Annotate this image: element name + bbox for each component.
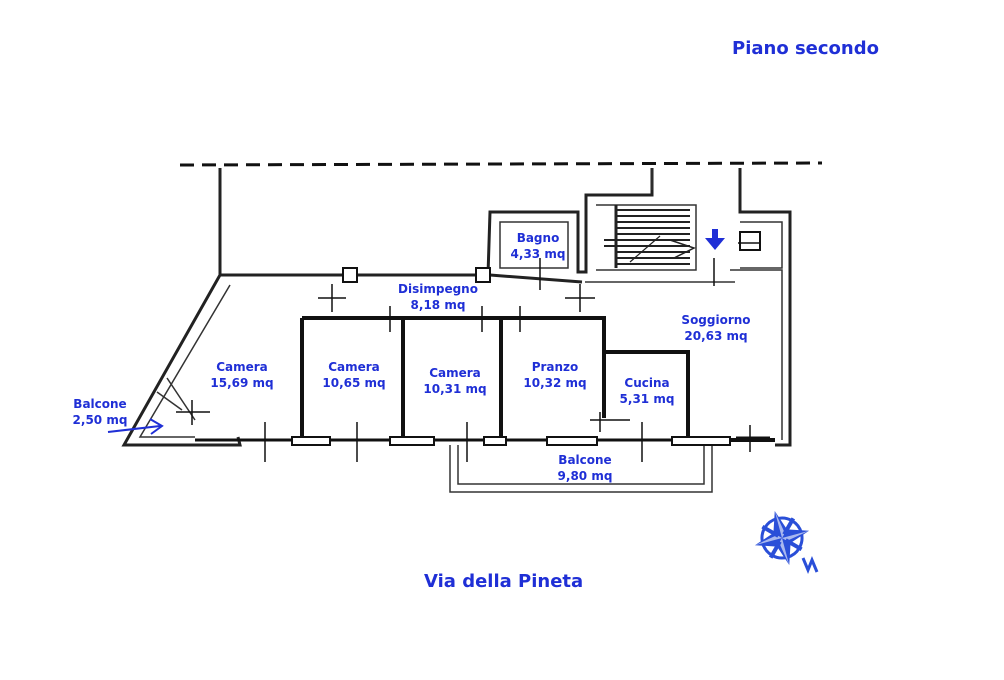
room-label-camera-1: Camera 15,69 mq [210, 360, 274, 390]
room-label-soggiorno: Soggiorno 20,63 mq [681, 313, 751, 343]
pillars [342, 231, 761, 283]
room-label-cucina: Cucina 5,31 mq [619, 376, 675, 406]
room-label-camera-2: Camera 10,65 mq [322, 360, 386, 390]
arrow-down-icon [705, 229, 725, 250]
property-boundary [179, 161, 823, 167]
staircase [604, 205, 696, 268]
floor-title: Piano secondo [732, 38, 879, 59]
north-mark-icon [801, 556, 819, 574]
compass-rose-icon [754, 510, 810, 566]
room-label-balcone-large: Balcone 9,80 mq [557, 453, 613, 483]
balcone-arrow-icon [107, 418, 164, 435]
windows [291, 436, 731, 446]
room-label-balcone-small: Balcone 2,50 mq [72, 397, 128, 427]
room-label-pranzo: Pranzo 10,32 mq [523, 360, 587, 390]
room-label-camera-3: Camera 10,31 mq [423, 366, 487, 396]
room-label-disimpegno: Disimpegno 8,18 mq [398, 282, 478, 312]
room-label-bagno: Bagno 4,33 mq [510, 231, 566, 261]
street-name: Via della Pineta [424, 571, 584, 592]
main-walls [300, 316, 690, 440]
cross-marks [176, 242, 770, 462]
thin-walls [138, 168, 783, 493]
outer-walls [121, 168, 792, 447]
